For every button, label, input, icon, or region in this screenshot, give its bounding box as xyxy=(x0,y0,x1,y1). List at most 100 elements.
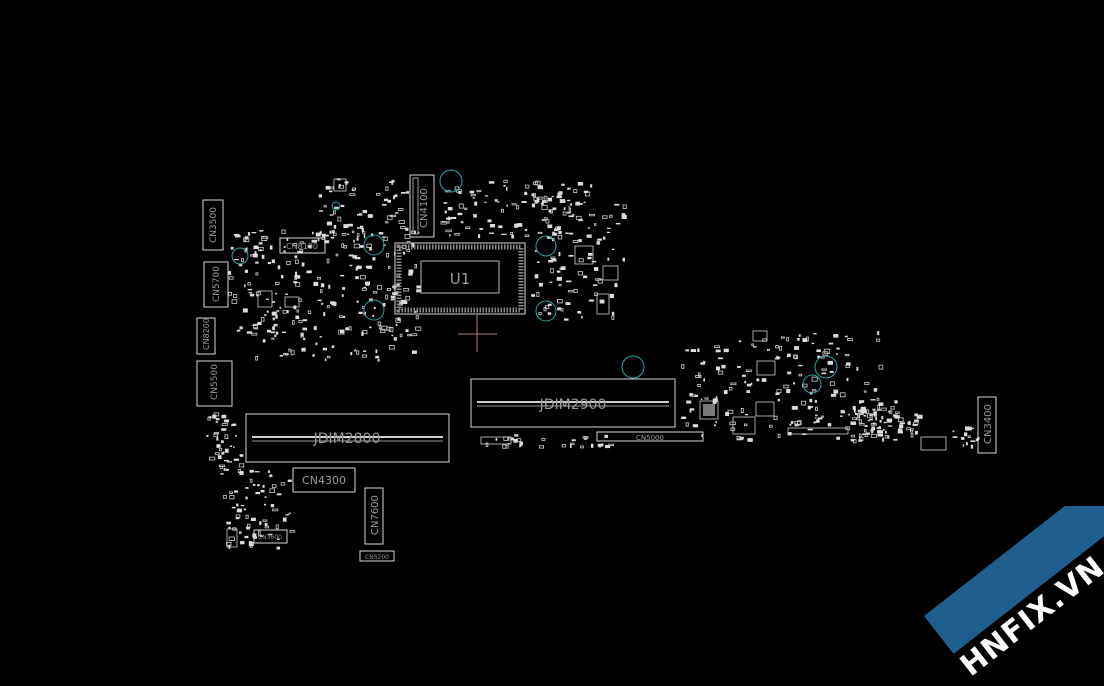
smd-pad xyxy=(503,184,506,187)
smd-pad xyxy=(233,458,240,461)
smd-pad xyxy=(292,243,298,246)
smd-pad xyxy=(537,185,543,190)
smd-pad xyxy=(269,474,273,478)
smd-pad xyxy=(277,265,281,270)
smd-pad xyxy=(240,504,245,507)
smd-pad xyxy=(612,248,615,250)
smd-pad xyxy=(454,232,460,236)
connector-cn7600[interactable]: CN7600 xyxy=(364,487,384,545)
connector-cn4100[interactable]: CN4100 xyxy=(409,174,435,238)
smd-pad xyxy=(887,425,893,427)
smd-pad xyxy=(844,353,850,357)
smd-pad xyxy=(246,331,252,334)
smd-pad xyxy=(257,530,261,536)
smd-pad xyxy=(245,514,249,519)
smd-pad xyxy=(836,353,838,355)
smd-pad xyxy=(516,205,520,210)
smd-pad xyxy=(252,483,256,486)
smd-pad xyxy=(798,364,803,367)
connector-cn8100[interactable]: CN8100 xyxy=(279,237,326,254)
cpu-u1[interactable]: U1 xyxy=(394,242,526,315)
smd-pad xyxy=(357,214,363,216)
smd-pad xyxy=(813,421,817,424)
smd-pad xyxy=(263,503,266,506)
smd-pad xyxy=(387,265,391,269)
smd-pad xyxy=(876,409,882,411)
smd-pad xyxy=(787,371,792,375)
vias xyxy=(231,169,838,394)
smd-pad xyxy=(243,508,246,511)
smd-pad xyxy=(554,226,558,230)
smd-pad xyxy=(294,275,301,279)
smd-pad xyxy=(581,316,583,319)
smd-pad xyxy=(609,293,614,299)
smd-pad xyxy=(287,479,292,482)
smd-pad xyxy=(690,349,697,352)
smd-pad xyxy=(282,310,288,314)
smd-pad xyxy=(238,263,243,267)
smd-pad xyxy=(325,234,329,237)
connector-cn3400[interactable]: CN3400 xyxy=(977,396,997,454)
smd-pad xyxy=(443,202,448,204)
smd-pad xyxy=(744,423,748,427)
misc-parts xyxy=(226,178,947,548)
smd-pad xyxy=(233,446,235,448)
smd-pad xyxy=(876,427,881,429)
connector-cn8200[interactable]: CN8200 xyxy=(196,317,216,355)
smd-pad xyxy=(340,204,345,207)
smd-pad xyxy=(962,444,965,447)
connector-cn3600[interactable]: CN3600 xyxy=(253,529,288,544)
cn7600-label: CN7600 xyxy=(370,495,381,535)
connector-cn5200[interactable]: CN5200 xyxy=(359,550,395,562)
smd-pad xyxy=(447,207,453,211)
smd-pad xyxy=(850,439,855,442)
smd-pad xyxy=(400,226,406,230)
smd-pad xyxy=(697,348,700,352)
smd-pad xyxy=(813,333,817,335)
smd-pad xyxy=(714,345,721,348)
smd-pad xyxy=(331,302,337,306)
smd-pad xyxy=(897,428,903,433)
connector-cn5700[interactable]: CN5700 xyxy=(203,261,229,308)
connector-cn5000[interactable]: CN5000 xyxy=(596,431,704,442)
dimm-slot-jdim2900[interactable]: JDIM2900 xyxy=(470,378,676,428)
smd-pad xyxy=(376,193,381,196)
dimm-slot-jdim2800[interactable]: JDIM2800 xyxy=(245,413,450,463)
smd-pad xyxy=(397,317,401,321)
smd-pad xyxy=(847,338,853,341)
smd-pad xyxy=(853,439,857,444)
smd-pad xyxy=(590,184,593,188)
smd-pad xyxy=(394,194,398,198)
smd-pad xyxy=(961,437,965,440)
smd-pad xyxy=(715,421,718,423)
smd-pad xyxy=(245,496,248,499)
smd-pad xyxy=(885,430,887,434)
smd-pad xyxy=(326,221,332,226)
smd-pad xyxy=(405,329,409,332)
smd-pad xyxy=(952,436,958,438)
smd-pad xyxy=(271,311,277,316)
smd-pad xyxy=(292,320,295,325)
smd-pad xyxy=(873,412,877,417)
cn4300-label: CN4300 xyxy=(302,474,346,487)
smd-pad xyxy=(876,338,881,342)
smd-pad xyxy=(549,281,553,283)
smd-pad xyxy=(571,439,576,442)
smd-pad xyxy=(859,423,865,426)
connector-cn3500[interactable]: CN3500 xyxy=(202,199,224,251)
smd-pad xyxy=(340,329,345,334)
smd-pad xyxy=(361,231,366,234)
smd-pad xyxy=(685,349,689,352)
connector-cn4300[interactable]: CN4300 xyxy=(292,467,356,493)
smd-pad xyxy=(323,205,327,208)
smd-pad xyxy=(375,349,378,354)
smd-pad xyxy=(236,329,241,332)
smd-pad xyxy=(863,390,867,393)
smd-pad xyxy=(797,420,802,425)
smd-pad xyxy=(262,339,266,343)
smd-pad xyxy=(535,180,541,186)
smd-pad xyxy=(356,233,360,238)
smd-pad xyxy=(343,224,349,228)
connector-cn5500[interactable]: CN5500 xyxy=(196,360,233,407)
smd-pad xyxy=(543,195,548,200)
